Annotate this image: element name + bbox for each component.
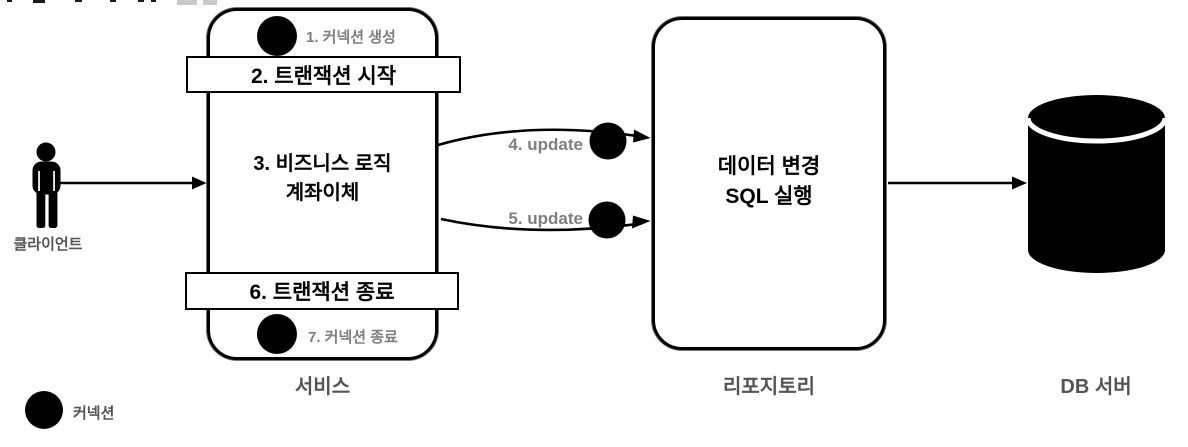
repository-text-line1: 데이터 변경 — [717, 155, 821, 178]
connection-dot-icon — [257, 16, 297, 56]
top-crop-artifact — [33, 0, 45, 3]
db-server-label: DB 서버 — [1060, 376, 1132, 398]
client-label: 클라이언트 — [13, 236, 83, 253]
top-crop-artifact — [177, 0, 197, 5]
top-crop-artifact — [75, 0, 82, 2]
service-step3-text: 3. 비즈니스 로직 계좌이체 — [207, 150, 438, 208]
client-to-service-arrow — [56, 176, 207, 190]
legend-connection-label: 커넥션 — [73, 405, 115, 422]
client-person-icon — [32, 142, 61, 228]
repository-text-line2: SQL 실행 — [725, 185, 813, 208]
legend-connection-dot-icon — [25, 391, 63, 429]
database-cylinder-icon — [1025, 95, 1168, 274]
transaction-begin-bar: 2. 트랜잭션 시작 — [186, 56, 461, 93]
repository-to-db-arrow — [888, 176, 1027, 190]
service-step7-note: 7. 커넥션 종료 — [308, 329, 398, 346]
service-label: 서비스 — [294, 376, 351, 398]
top-crop-artifact — [138, 0, 144, 2]
service-step3-line1: 3. 비즈니스 로직 — [253, 153, 392, 175]
repository-text: 데이터 변경 SQL 실행 — [652, 152, 886, 212]
repository-box — [652, 17, 886, 350]
connection-dot-icon — [257, 314, 297, 354]
top-crop-artifact — [7, 0, 12, 2]
top-crop-artifact — [151, 0, 156, 2]
connection-dot-icon — [588, 201, 626, 239]
repository-label: 리포지토리 — [723, 376, 815, 398]
connection-dot-icon — [589, 122, 627, 160]
transaction-end-bar: 6. 트랜잭션 종료 — [185, 272, 459, 310]
service-step3-line2: 계좌이체 — [285, 182, 360, 204]
top-crop-artifact — [110, 0, 116, 2]
update5-label: 5. update — [508, 209, 583, 228]
update4-label: 4. update — [508, 135, 583, 154]
service-step1-note: 1. 커넥션 생성 — [306, 29, 396, 46]
top-crop-artifact — [203, 0, 217, 5]
